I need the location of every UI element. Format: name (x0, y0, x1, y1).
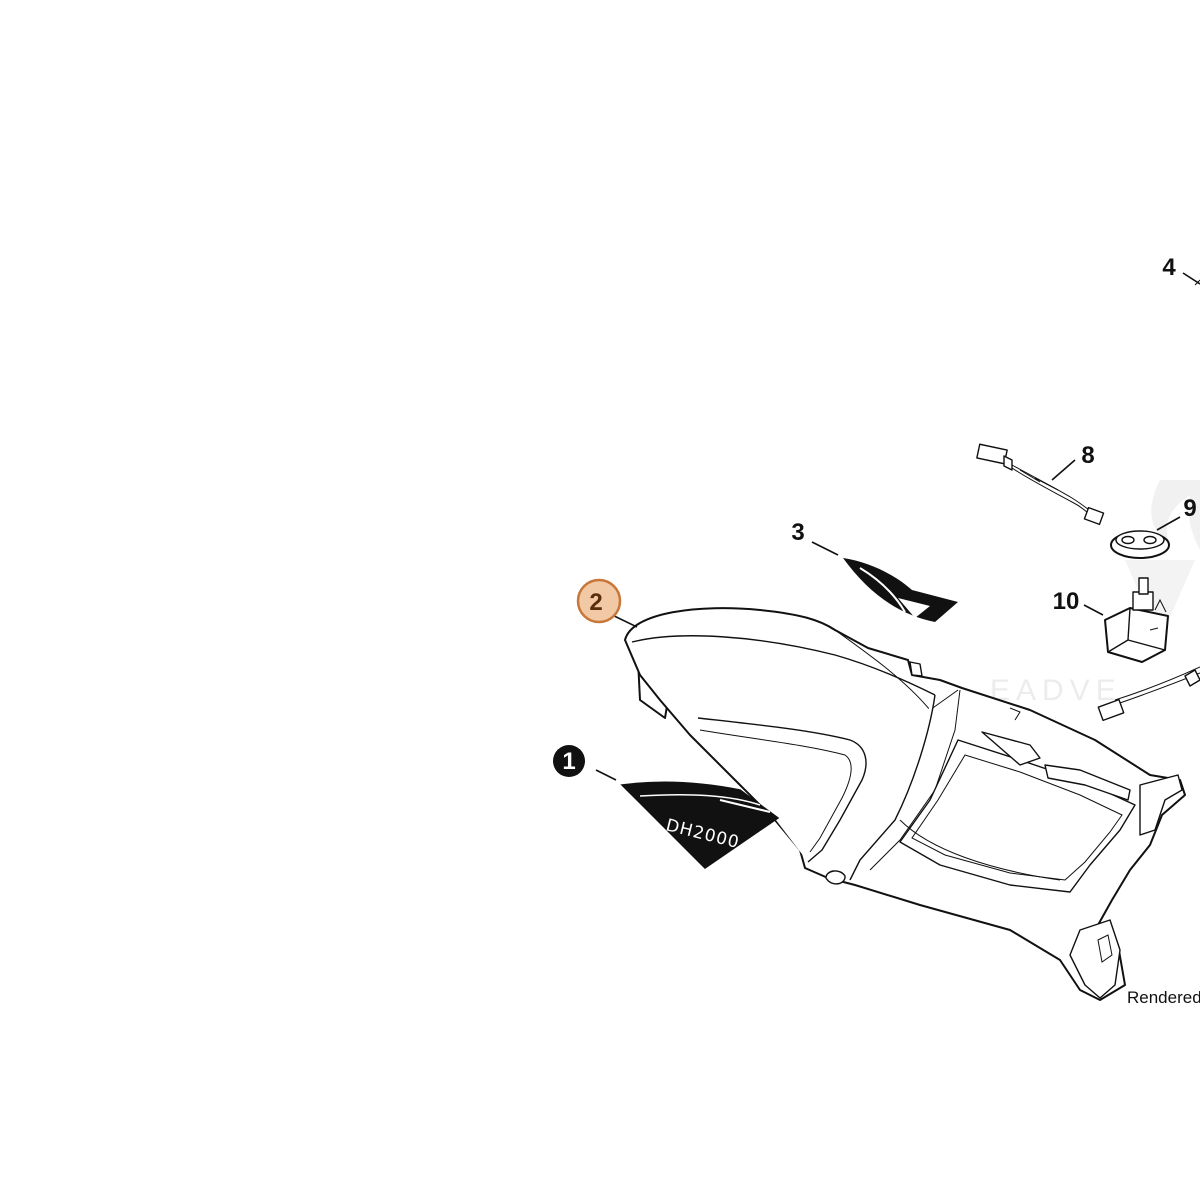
callout-10-label: 10 (1053, 588, 1080, 615)
part-8-wire-harness[interactable] (976, 443, 1105, 526)
callout-1-label: 1 (562, 748, 575, 775)
callout-1-badge (553, 745, 585, 777)
callout-3[interactable]: 3 (791, 519, 804, 546)
leader-8 (1051, 459, 1076, 481)
leader-9 (1156, 516, 1181, 531)
callout-8[interactable]: 8 (1081, 442, 1094, 469)
part-9-grommet[interactable] (1110, 530, 1170, 559)
watermark-text: EADVE (990, 674, 1122, 707)
leader-10 (1083, 604, 1104, 616)
leader-1 (595, 769, 617, 781)
callout-8-label: 8 (1081, 442, 1094, 469)
callout-4[interactable]: 4 (1162, 254, 1176, 281)
callout-10[interactable]: 10 (1053, 588, 1080, 615)
part-3-decal[interactable] (843, 558, 958, 622)
callout-1[interactable]: 1 (553, 745, 585, 777)
part-1-decal[interactable]: DH2000 (620, 781, 780, 869)
part-2-shroud[interactable] (624, 607, 1186, 1001)
leader-lines (595, 272, 1200, 781)
part-harness-right[interactable] (1097, 666, 1200, 722)
part-10-switch[interactable] (1104, 577, 1169, 663)
callout-3-label: 3 (791, 519, 804, 546)
render-note: Rendered (1127, 988, 1200, 1007)
leader-4 (1182, 272, 1200, 285)
callout-2-label: 2 (589, 589, 602, 616)
callout-9[interactable]: 9 (1183, 495, 1196, 522)
callout-9-label: 9 (1183, 495, 1196, 522)
callout-4-label: 4 (1162, 254, 1176, 281)
callout-2-highlight-badge (576, 578, 622, 624)
leader-3 (811, 541, 839, 556)
callout-2[interactable]: 2 (576, 578, 622, 624)
